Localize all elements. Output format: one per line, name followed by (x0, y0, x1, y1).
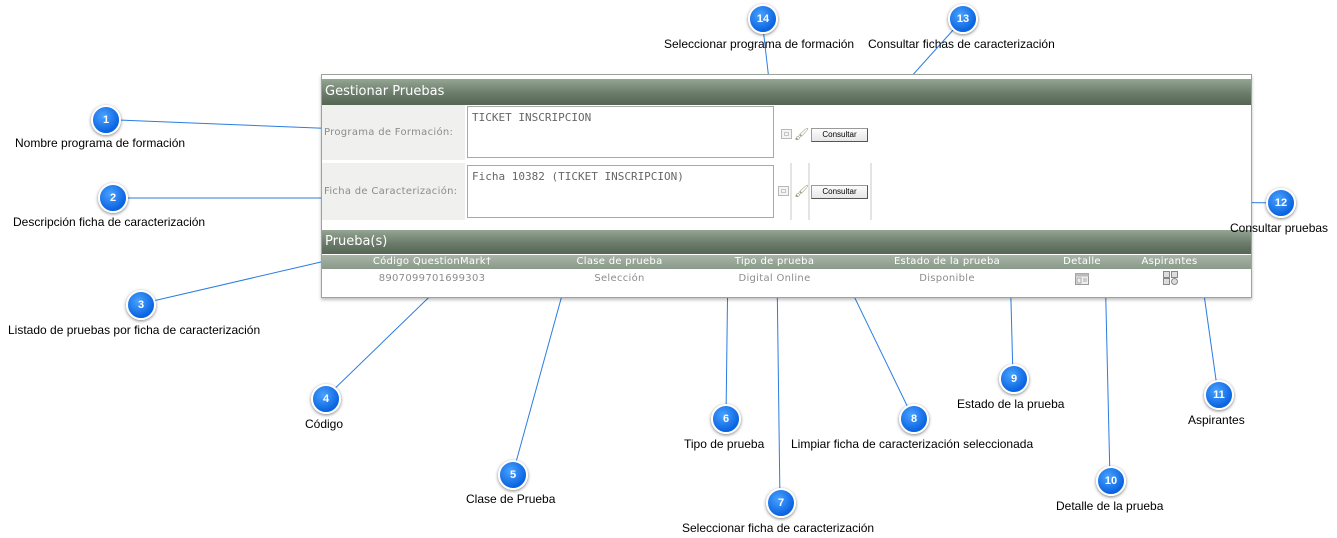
callout-caption-4: Código (305, 417, 344, 431)
programa-label: Programa de Formación: (322, 105, 465, 160)
callout-badge-2: 2 (98, 183, 128, 213)
col-tipo[interactable]: Tipo de prueba (734, 256, 815, 267)
callout-caption-11: Aspirantes (1188, 413, 1245, 427)
callout-badge-8: 8 (899, 404, 929, 434)
ficha-field[interactable]: Ficha 10382 (TICKET INSCRIPCION) (467, 165, 774, 218)
gestionar-pruebas-panel: Gestionar Pruebas Programa de Formación:… (321, 74, 1252, 298)
callout-caption-13: Consultar fichas de caracterización (868, 37, 1055, 51)
pruebas-table-header: Código QuestionMark† Clase de prueba Tip… (322, 255, 1251, 269)
callout-caption-1: Nombre programa de formación (15, 136, 186, 150)
cell-estado: Disponible (919, 273, 975, 284)
col-estado[interactable]: Estado de la prueba (893, 256, 1001, 267)
separator (790, 163, 792, 220)
callout-badge-14: 14 (748, 4, 778, 34)
callout-caption-3: Listado de pruebas por ficha de caracter… (8, 323, 261, 337)
callout-badge-10: 10 (1096, 466, 1126, 496)
detalle-icon[interactable] (1075, 272, 1089, 285)
ficha-label: Ficha de Caracterización: (322, 163, 465, 220)
callout-caption-9: Estado de la prueba (957, 397, 1065, 411)
select-ficha-icon[interactable] (778, 186, 789, 196)
programa-field[interactable]: TICKET INSCRIPCION (467, 106, 774, 158)
callout-caption-8: Limpiar ficha de caracterización selecci… (791, 437, 1034, 451)
callout-badge-5: 5 (498, 460, 528, 490)
callout-caption-5: Clase de Prueba (466, 492, 556, 506)
cell-tipo: Digital Online (738, 273, 811, 284)
callout-caption-14: Seleccionar programa de formación (664, 37, 855, 51)
callout-badge-12: 12 (1266, 188, 1296, 218)
panel-title: Gestionar Pruebas (322, 79, 1251, 105)
callout-badge-11: 11 (1204, 380, 1234, 410)
separator (808, 163, 810, 220)
callout-caption-10: Detalle de la prueba (1056, 499, 1164, 513)
aspirantes-icon[interactable] (1163, 271, 1179, 285)
callout-caption-7: Seleccionar ficha de caracterización (682, 521, 875, 535)
callout-badge-1: 1 (91, 105, 121, 135)
callout-badge-13: 13 (948, 4, 978, 34)
col-detalle[interactable]: Detalle (1063, 256, 1101, 267)
callout-badge-6: 6 (711, 404, 741, 434)
callout-badge-9: 9 (999, 364, 1029, 394)
separator (870, 163, 872, 220)
programa-row: Programa de Formación: TICKET INSCRIPCIO… (322, 105, 1251, 160)
consultar-fichas-button[interactable]: Consultar (811, 128, 868, 142)
col-codigo[interactable]: Código QuestionMark† (372, 256, 492, 267)
cell-codigo: 8907099701699303 (378, 273, 486, 284)
cell-clase: Selección (594, 273, 645, 284)
clear-ficha-icon[interactable]: 🖌︎ (794, 184, 810, 198)
callout-caption-12: Consultar pruebas (1230, 221, 1329, 235)
callout-badge-3: 3 (126, 290, 156, 320)
callout-caption-2: Descripción ficha de caracterización (13, 215, 206, 229)
col-aspirantes[interactable]: Aspirantes (1141, 256, 1198, 267)
clear-program-icon[interactable]: 🖌︎ (794, 127, 810, 141)
callout-badge-7: 7 (766, 488, 796, 518)
ficha-row: Ficha de Caracterización: Ficha 10382 (T… (322, 163, 873, 220)
col-clase[interactable]: Clase de prueba (576, 256, 663, 267)
callout-badge-4: 4 (311, 384, 341, 414)
callout-caption-6: Tipo de prueba (684, 437, 765, 451)
consultar-pruebas-button[interactable]: Consultar (811, 185, 868, 199)
pruebas-section-title: Prueba(s) (322, 230, 1251, 254)
select-program-icon[interactable] (781, 129, 792, 139)
